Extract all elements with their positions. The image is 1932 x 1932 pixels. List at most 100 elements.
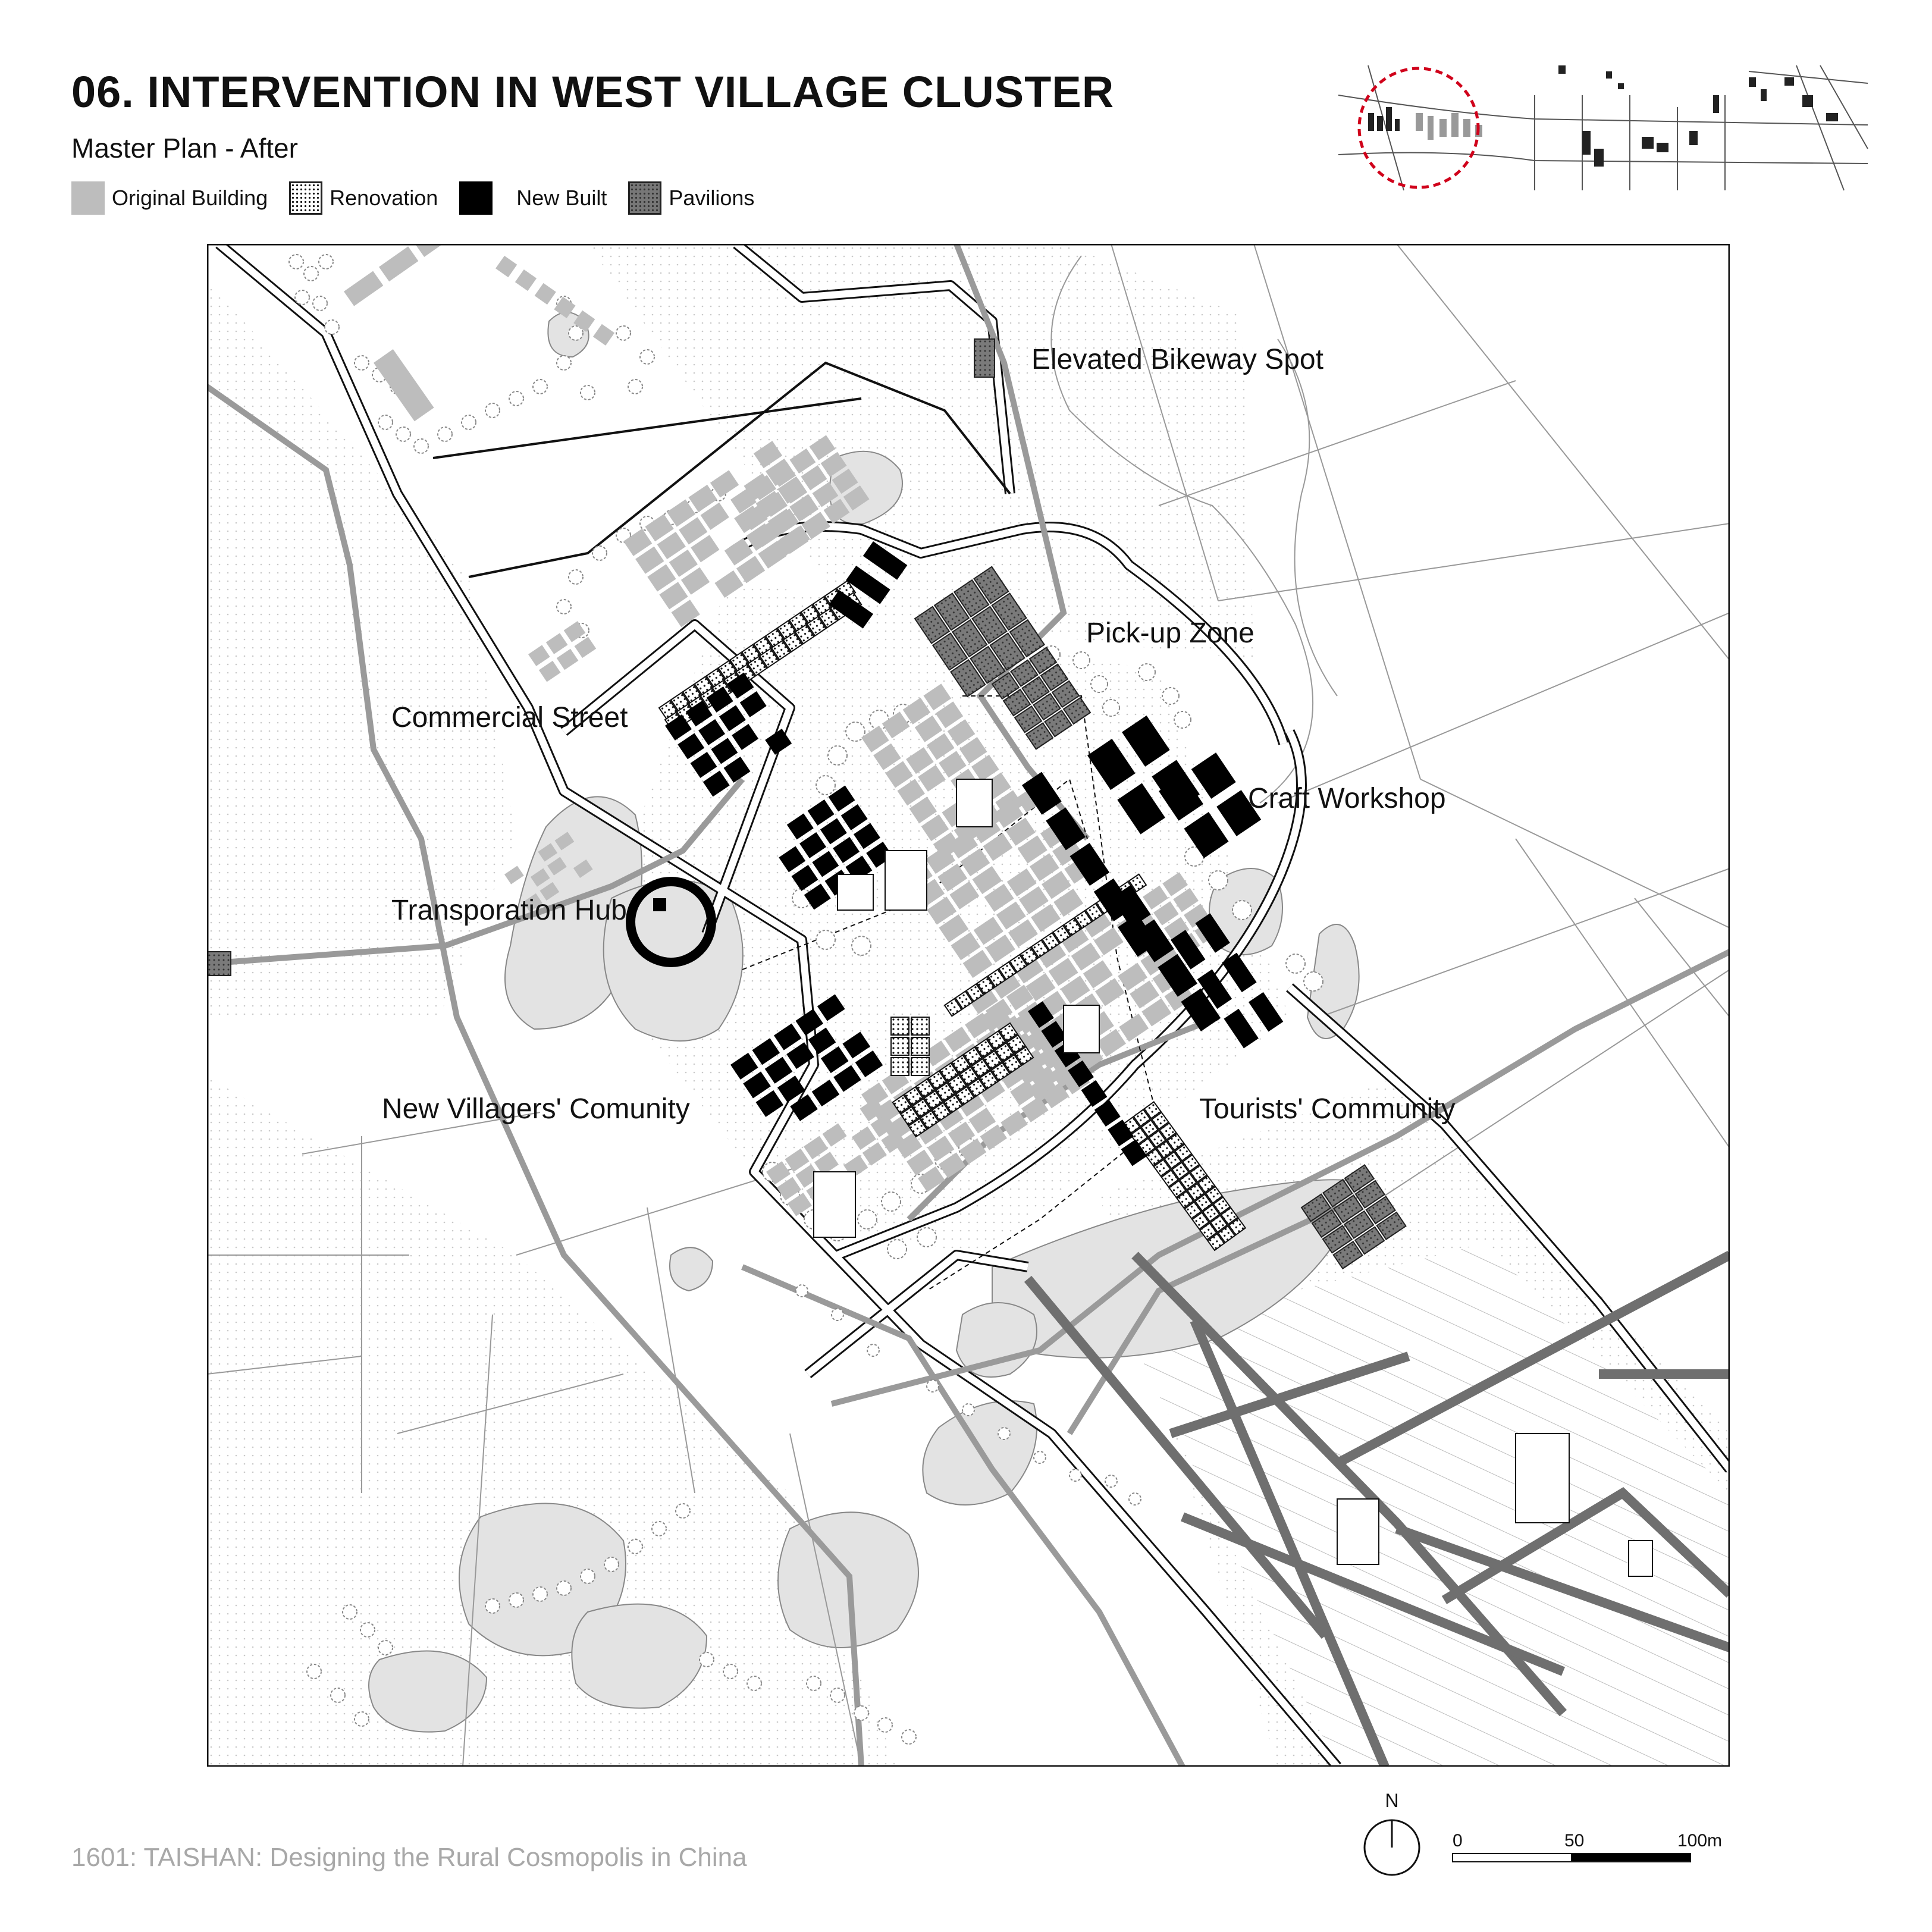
original-building	[776, 1177, 801, 1201]
new-built-building	[719, 705, 746, 732]
original-building	[724, 538, 754, 566]
original-building	[923, 1040, 951, 1067]
renovation-building	[986, 1030, 1006, 1050]
north-arrow: N	[1363, 1790, 1420, 1876]
original-building	[968, 986, 998, 1014]
renovation-building	[951, 1054, 971, 1074]
new-built-building	[1022, 771, 1062, 815]
original-building	[939, 751, 967, 778]
original-building	[921, 814, 949, 842]
original-building	[944, 1026, 971, 1053]
renovation-building	[1128, 873, 1147, 893]
label-commercial-street: Commercial Street	[391, 702, 628, 733]
original-building	[1184, 904, 1209, 928]
original-building	[1153, 901, 1179, 926]
original-building	[671, 600, 700, 628]
original-building	[710, 470, 739, 498]
new-built-building	[833, 1065, 861, 1092]
original-building	[1019, 1049, 1047, 1075]
renovation-building	[987, 968, 1006, 988]
renovation-building	[818, 607, 839, 629]
north-label: N	[1385, 1790, 1398, 1811]
renovation-building	[1133, 1108, 1152, 1127]
new-built-building	[804, 883, 831, 910]
original-building	[1008, 919, 1038, 948]
original-building	[1053, 888, 1084, 917]
map-frame	[207, 244, 1730, 1767]
original-building	[882, 711, 910, 739]
new-built-building	[1158, 954, 1198, 997]
original-building	[939, 914, 969, 943]
new-built-building	[773, 1023, 802, 1050]
legend-label-pavilion: Pavilions	[669, 186, 755, 210]
bikeway-pavilions	[207, 338, 995, 976]
renovation-building	[1009, 954, 1028, 973]
renovation-building	[931, 1102, 952, 1122]
renovation-building	[1197, 1175, 1216, 1194]
original-building	[666, 499, 696, 527]
legend-swatch-new	[459, 181, 493, 215]
pavilion-building	[1354, 1180, 1386, 1209]
new-built-building	[1191, 752, 1236, 799]
pavilion-building	[1300, 1193, 1332, 1222]
legend-item-new: New Built	[459, 181, 607, 215]
renovation-building	[782, 632, 804, 653]
original-building	[1048, 958, 1078, 986]
original-building	[1119, 1013, 1149, 1042]
renovation-building	[976, 976, 995, 995]
original-building	[563, 621, 586, 642]
original-building	[770, 462, 796, 487]
pavilion-building	[1051, 680, 1080, 708]
original-building	[948, 830, 978, 859]
original-building-cluster	[374, 349, 434, 422]
original-building	[1141, 998, 1172, 1027]
new-built-building-cluster	[1028, 1001, 1147, 1166]
new-built-building	[1222, 952, 1257, 993]
original-building	[573, 310, 595, 332]
renovation-building	[890, 1037, 909, 1056]
renovation-building	[939, 1062, 959, 1083]
original-building	[742, 505, 768, 531]
original-building	[861, 725, 889, 752]
renovation-building	[1176, 1190, 1194, 1209]
original-building	[843, 485, 870, 511]
renovation-building	[920, 1109, 940, 1130]
renovation-building	[1030, 939, 1050, 959]
pavilion-building	[1002, 688, 1031, 717]
field-boundaries	[207, 244, 1730, 1767]
original-building	[795, 1164, 820, 1188]
renovation-building	[1143, 1100, 1162, 1119]
renovation-building	[1189, 1164, 1208, 1183]
renovation-building	[1020, 946, 1039, 966]
original-building-cluster	[504, 832, 593, 912]
original-building	[971, 815, 1001, 843]
pavilion-building	[1028, 647, 1058, 675]
pavilion-building-cluster	[1300, 1164, 1407, 1270]
new-built-building	[1195, 913, 1230, 953]
pavilion-building-cluster	[991, 647, 1092, 750]
original-building	[985, 934, 1015, 963]
original-building	[918, 1166, 945, 1193]
new-built-building	[702, 770, 730, 797]
original-building	[926, 733, 955, 760]
original-building	[1059, 924, 1089, 953]
renovation-building	[1052, 924, 1071, 944]
original-building	[530, 868, 550, 887]
renovation-building	[899, 1106, 920, 1126]
original-building	[909, 796, 937, 824]
renovation-building	[998, 961, 1017, 981]
renovation-building	[1156, 1140, 1174, 1159]
original-building	[1071, 942, 1101, 971]
page-subtitle: Master Plan - After	[71, 133, 298, 164]
new-built-building	[828, 785, 855, 812]
pavilion-building	[933, 592, 970, 631]
legend-item-renovation: Renovation	[289, 181, 438, 215]
new-built-building	[811, 1080, 840, 1107]
original-building	[714, 570, 744, 598]
original-building	[547, 857, 567, 876]
new-built-building	[779, 846, 806, 873]
renovation-building	[959, 1066, 979, 1086]
new-built-building	[777, 1075, 805, 1103]
original-building-cluster	[623, 441, 830, 628]
original-building	[1000, 1110, 1028, 1137]
